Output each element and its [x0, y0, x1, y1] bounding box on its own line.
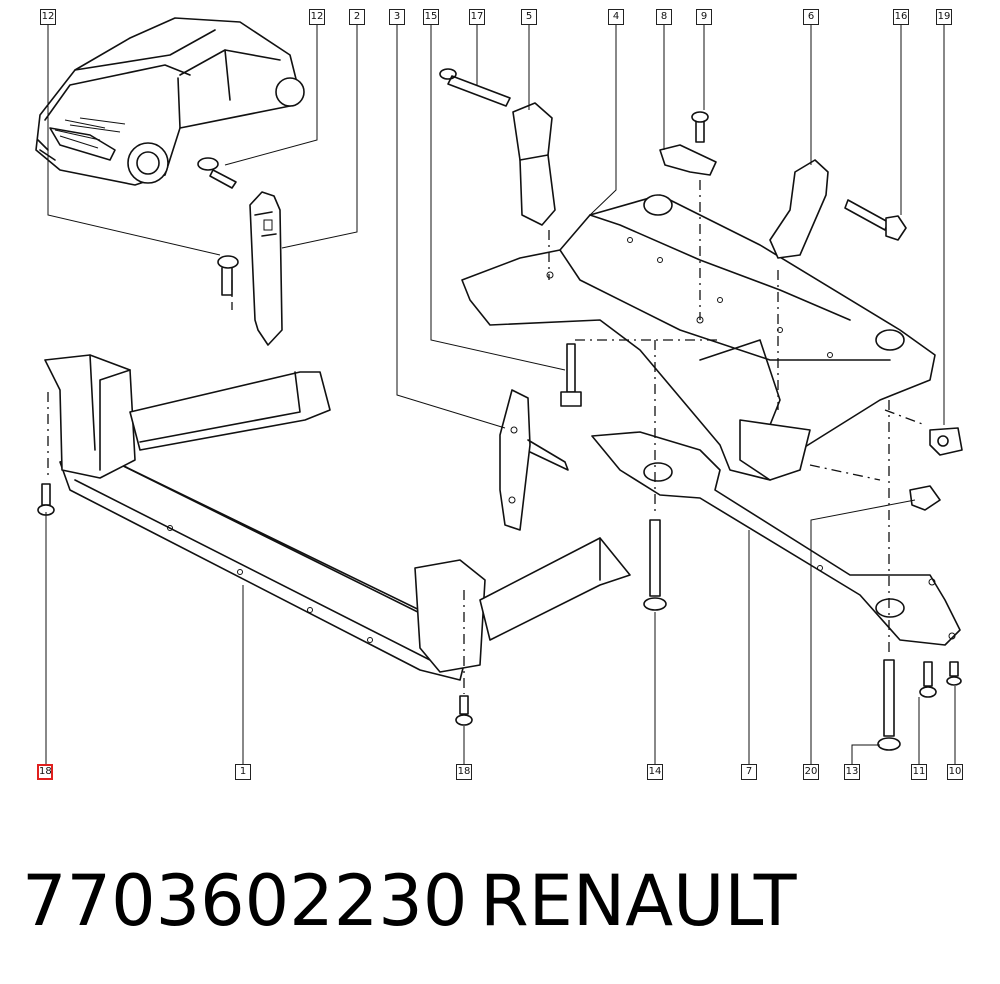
callout-17: 17 — [469, 9, 485, 25]
brand-name: RENAULT — [480, 860, 797, 942]
bracket-20 — [909, 485, 941, 511]
callout-12-right: 12 — [309, 9, 325, 25]
bolt-18-left — [37, 483, 55, 516]
callout-11: 11 — [911, 764, 927, 780]
front-crossmember-1 — [44, 354, 631, 681]
callout-2: 2 — [349, 9, 365, 25]
car-thumbnail — [35, 17, 305, 186]
bolt-11 — [919, 661, 937, 698]
callout-3: 3 — [389, 9, 405, 25]
engine-mount-6 — [769, 159, 829, 259]
callout-15: 15 — [423, 9, 439, 25]
callout-5: 5 — [521, 9, 537, 25]
screw-12a — [197, 157, 237, 189]
bolt-17 — [439, 68, 511, 107]
control-arm-7 — [591, 431, 961, 646]
bolt-18-center — [455, 695, 473, 726]
bushing-19 — [929, 427, 963, 456]
bolt-10 — [946, 661, 962, 686]
screw-12b — [217, 255, 239, 296]
callout-13: 13 — [844, 764, 860, 780]
part-number: 7703602230 — [22, 860, 468, 942]
subframe-4 — [461, 194, 936, 481]
callout-20: 20 — [803, 764, 819, 780]
callout-18-center: 18 — [456, 764, 472, 780]
callout-6: 6 — [803, 9, 819, 25]
bracket-3 — [499, 389, 569, 531]
callout-10: 10 — [947, 764, 963, 780]
callout-8: 8 — [656, 9, 672, 25]
assembly-axes — [47, 180, 926, 694]
callout-7: 7 — [741, 764, 757, 780]
leader-lines — [45, 25, 956, 764]
callout-9: 9 — [696, 9, 712, 25]
callout-1: 1 — [235, 764, 251, 780]
callout-14: 14 — [647, 764, 663, 780]
bracket-2 — [249, 191, 283, 346]
callout-18-left-highlighted: 18 — [37, 764, 53, 780]
callout-16: 16 — [893, 9, 909, 25]
callout-4: 4 — [608, 9, 624, 25]
bolt-14 — [643, 519, 667, 611]
callout-19: 19 — [936, 9, 952, 25]
bolt-9 — [691, 111, 709, 143]
callout-12-left: 12 — [40, 9, 56, 25]
bolt-16 — [844, 199, 907, 241]
bolt-13 — [877, 659, 901, 751]
clip-8 — [659, 144, 717, 176]
stud-15 — [560, 343, 582, 407]
engine-mount-5 — [512, 102, 556, 226]
